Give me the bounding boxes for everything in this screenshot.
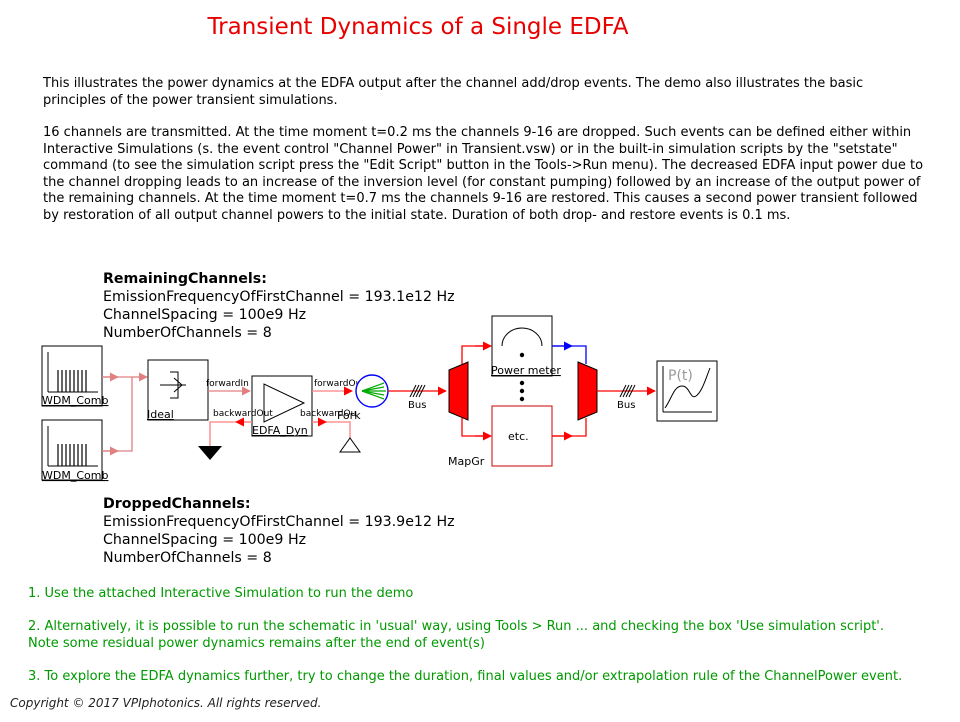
wdm-comb-bottom[interactable]: WDM_Comb xyxy=(41,419,108,482)
mapgr-mux-right[interactable] xyxy=(577,361,598,421)
edfa-label: EDFA_Dyn xyxy=(252,424,308,437)
remaining-channels-params: RemainingChannels: EmissionFrequencyOfFi… xyxy=(103,270,455,342)
backward-out-right-port-label: backwardOu xyxy=(300,409,356,419)
etc-label: etc. xyxy=(508,430,529,443)
fork-label: Fork xyxy=(337,409,361,422)
power-time-analyzer[interactable]: P(t) xyxy=(656,360,718,422)
bus-right-label: Bus xyxy=(617,400,635,411)
note-1: 1. Use the attached Interactive Simulati… xyxy=(28,586,414,601)
ideal-isolator[interactable]: Ideal xyxy=(147,359,209,421)
description-paragraph-2: 16 channels are transmitted. At the time… xyxy=(43,125,924,223)
bus-left-label: Bus xyxy=(408,400,426,411)
dropped-spacing: ChannelSpacing = 100e9 Hz xyxy=(103,532,307,548)
mapgr-to-pt-bus: Bus xyxy=(597,384,656,411)
power-meter[interactable]: Power meter xyxy=(491,315,561,377)
comb-to-ideal-wires xyxy=(102,372,148,456)
mapgr-demux-left[interactable] xyxy=(448,361,469,421)
dropped-count: NumberOfChannels = 8 xyxy=(103,550,272,566)
note-2: 2. Alternatively, it is possible to run … xyxy=(28,619,885,651)
ground-filled-icon xyxy=(198,446,222,460)
backward-right-ground xyxy=(312,417,361,453)
backward-left-ground xyxy=(198,417,252,460)
dropped-frequency: EmissionFrequencyOfFirstChannel = 193.9e… xyxy=(103,514,455,530)
ellipsis-dots xyxy=(519,352,525,402)
fork-to-mapgr-bus: Bus xyxy=(388,384,447,411)
ground-open-icon xyxy=(339,437,361,453)
wdm-comb-top-label: WDM_Comb xyxy=(42,394,108,407)
ideal-label: Ideal xyxy=(147,408,174,421)
dropped-channels-header: DroppedChannels: xyxy=(103,496,251,512)
forward-in-port-label: forwardIn xyxy=(206,379,249,389)
remaining-channels-header: RemainingChannels: xyxy=(103,271,267,287)
copyright-text: Copyright © 2017 VPIphotonics. All right… xyxy=(10,696,322,710)
description-paragraph-1: This illustrates the power dynamics at t… xyxy=(43,76,864,108)
dropped-channels-params: DroppedChannels: EmissionFrequencyOfFirs… xyxy=(103,495,455,567)
mapgr-label: MapGr xyxy=(448,455,485,468)
edfa-dyn-amplifier[interactable]: EDFA_Dyn xyxy=(251,375,313,437)
backward-out-left-port-label: backwardOut xyxy=(213,409,273,419)
pt-label: P(t) xyxy=(668,368,693,384)
mapgr-left-outputs xyxy=(461,341,492,441)
fork-component[interactable]: Fork xyxy=(337,374,389,422)
etc-component[interactable]: etc. xyxy=(491,405,553,467)
power-meter-label: Power meter xyxy=(491,364,561,377)
wdm-comb-top[interactable]: WDM_Comb xyxy=(41,345,108,407)
remaining-count: NumberOfChannels = 8 xyxy=(103,325,272,341)
remaining-spacing: ChannelSpacing = 100e9 Hz xyxy=(103,307,307,323)
page-title: Transient Dynamics of a Single EDFA xyxy=(207,14,629,40)
note-3: 3. To explore the EDFA dynamics further,… xyxy=(28,669,903,684)
remaining-frequency: EmissionFrequencyOfFirstChannel = 193.1e… xyxy=(103,289,455,305)
to-mapgr-right xyxy=(552,341,587,441)
wdm-comb-bottom-label: WDM_Comb xyxy=(42,469,108,482)
forward-out-port-label: forwardOu xyxy=(314,379,361,389)
